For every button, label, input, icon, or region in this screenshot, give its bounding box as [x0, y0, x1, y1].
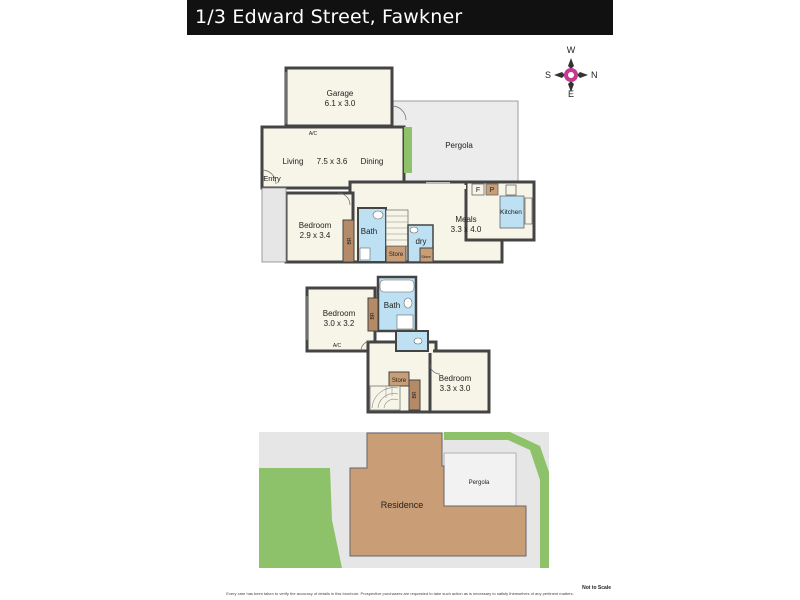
robe-ground	[342, 219, 355, 263]
entry-door-swing	[261, 169, 277, 185]
br-label-first-2: BR	[412, 391, 418, 398]
dining-label: Dining	[361, 157, 384, 166]
kitchen-bench	[499, 195, 525, 229]
residence-label: Residence	[381, 500, 424, 510]
bedroom-2-door-swing	[429, 363, 441, 375]
kitchen-label: Kitchen	[500, 209, 522, 216]
site-pergola	[443, 452, 517, 507]
br-label-first-1: BR	[370, 312, 376, 319]
basin	[372, 210, 384, 220]
wc-first	[395, 330, 429, 352]
robe-first-2	[408, 379, 421, 411]
stairs-ground	[385, 209, 409, 247]
compass-label-w: W	[567, 45, 576, 55]
vanity-first	[403, 297, 413, 309]
disclaimer-text: Every care has been taken to verify the …	[226, 591, 574, 596]
pantry-box	[485, 183, 499, 196]
front-garden	[259, 468, 342, 568]
compass-point-south	[554, 72, 565, 78]
bedroom-2-first	[428, 349, 491, 414]
stairs-first	[369, 385, 401, 411]
compass-rose: W E S N	[545, 45, 598, 99]
site-pergola-label: Pergola	[469, 480, 490, 486]
bedroom-2-label: Bedroom	[439, 374, 472, 383]
ac-label-ground: A/C	[309, 131, 318, 137]
fridge-label: F	[476, 187, 480, 194]
living-dims: 7.5 x 3.6	[317, 157, 348, 166]
compass-label-n: N	[591, 70, 598, 80]
compass-label-s: S	[545, 70, 551, 80]
living-dining-room	[260, 125, 406, 190]
store-label-ground: Store	[389, 252, 404, 258]
garage-room	[284, 66, 394, 128]
compass-point-west	[568, 58, 574, 69]
entry-label: Entry	[263, 174, 281, 183]
toilet-first	[413, 337, 423, 345]
bath-label-ground: Bath	[361, 227, 377, 236]
br-label-ground: BR	[347, 237, 353, 244]
garage-door-swing	[391, 105, 407, 121]
ground-floor-plan: Garage 6.1 x 3.0 A/C Pergola Living 7.5 …	[260, 66, 536, 264]
shower-first	[396, 314, 414, 330]
compass-label-e: E	[568, 89, 574, 99]
bedroom-1-label: Bedroom	[323, 309, 356, 318]
rear-garden	[444, 432, 549, 568]
ac-label-first: A/C	[333, 343, 342, 349]
compass-center-dot	[568, 72, 574, 78]
garage-label: Garage	[327, 89, 354, 98]
laundry-tub	[409, 226, 419, 234]
garden-hedge	[404, 127, 412, 173]
bedroom-1-dims: 3.0 x 3.2	[324, 319, 355, 328]
kitchen-sink	[524, 197, 533, 225]
title-bar: 1/3 Edward Street, Fawkner	[187, 0, 613, 35]
meals-dims: 3.3 x 4.0	[451, 225, 482, 234]
bedroom-1-first	[305, 286, 377, 353]
fridge-box	[471, 183, 485, 196]
site-plan: Residence Pergola	[259, 432, 549, 568]
robe-first-1	[367, 297, 379, 332]
cooktop	[505, 184, 517, 196]
first-floor-plan: Bedroom 3.0 x 3.2 BR Bath A/C Store Bedr…	[305, 275, 491, 414]
entry-side-path	[261, 187, 287, 263]
store-laundry	[419, 247, 434, 263]
bedroom-door-swing	[337, 192, 351, 206]
compass-point-east	[568, 81, 574, 92]
pantry-label: P	[490, 187, 495, 194]
living-label: Living	[283, 157, 304, 166]
garage-dims: 6.1 x 3.0	[325, 99, 356, 108]
bath-label-first: Bath	[384, 301, 400, 310]
residence-footprint	[349, 432, 527, 557]
pergola-label: Pergola	[445, 141, 473, 150]
meals-label: Meals	[455, 215, 476, 224]
bedroom-2-dims: 3.3 x 3.0	[440, 384, 471, 393]
wall-gap	[353, 185, 466, 189]
not-to-scale-note: Not to Scale	[582, 585, 611, 591]
compass-point-north	[577, 72, 588, 78]
shower	[359, 247, 371, 261]
page-title: 1/3 Edward Street, Fawkner	[195, 6, 463, 28]
bedroom-ground-dims: 2.9 x 3.4	[300, 231, 331, 240]
bathtub	[379, 279, 415, 293]
dry-label: dry	[415, 237, 426, 246]
bedroom-ground-label: Bedroom	[299, 221, 332, 230]
bedroom-1-door-swing	[360, 340, 371, 352]
store-label-first: Store	[392, 378, 407, 384]
store-label-laundry: Store	[421, 254, 431, 259]
